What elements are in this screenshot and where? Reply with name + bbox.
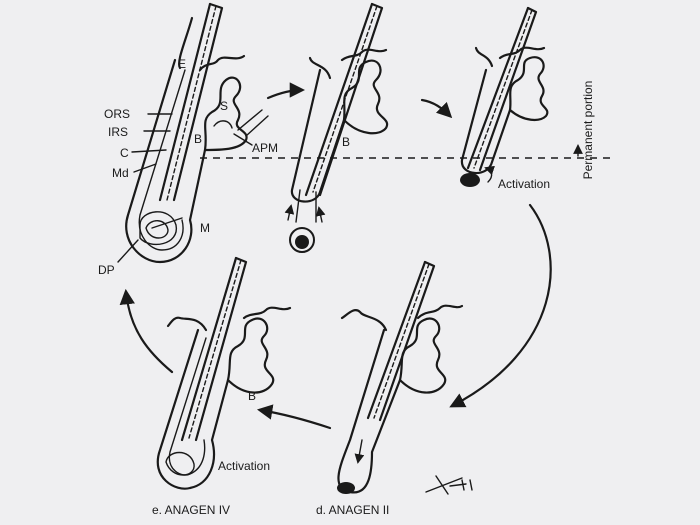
artist-signature xyxy=(425,475,473,495)
label-e: E xyxy=(178,57,186,71)
cycle-arrows xyxy=(119,82,552,430)
follicle-stage-catagen xyxy=(284,2,389,253)
label-dp: DP xyxy=(98,263,115,277)
label-s: S xyxy=(220,99,228,113)
label-activation-top: Activation xyxy=(498,177,550,191)
label-b-stage-e: B xyxy=(248,389,256,403)
label-ors: ORS xyxy=(104,107,130,121)
caption-anagen-ii: d. ANAGEN II xyxy=(316,503,389,517)
label-b-stage2: B xyxy=(342,135,350,149)
follicle-stage-anagen xyxy=(125,2,269,264)
label-activation-bottom: Activation xyxy=(218,459,270,473)
caption-anagen-iv: e. ANAGEN IV xyxy=(152,503,230,517)
follicle-stage-anagen-iv xyxy=(156,256,292,490)
label-permanent-portion: Permanent portion xyxy=(581,81,595,180)
follicle-stage-anagen-ii xyxy=(337,260,464,494)
label-b-stage1: B xyxy=(194,132,202,146)
follicle-stage-telogen xyxy=(460,6,549,187)
label-m: M xyxy=(200,221,210,235)
label-c: C xyxy=(120,146,129,160)
label-irs: IRS xyxy=(108,125,128,139)
label-md: Md xyxy=(112,166,129,180)
label-apm: APM xyxy=(252,141,278,155)
leader-lines xyxy=(117,113,253,263)
